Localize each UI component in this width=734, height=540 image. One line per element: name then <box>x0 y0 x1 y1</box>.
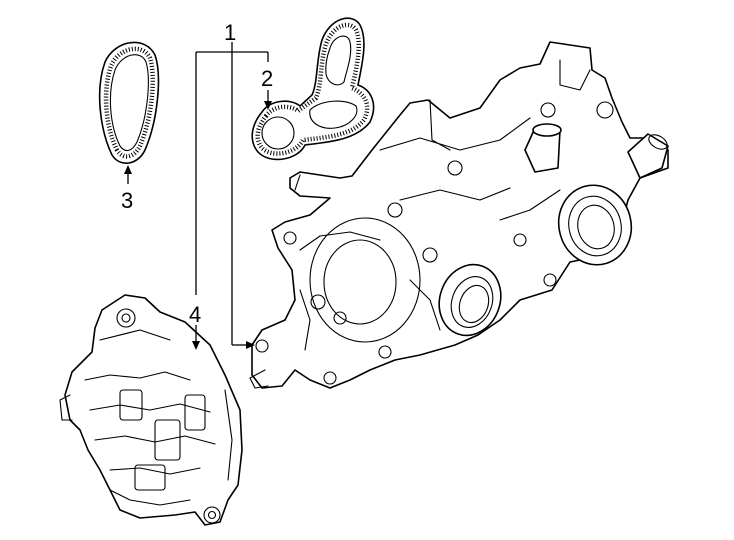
callout-1-label: 1 <box>224 20 236 45</box>
actuator-module[interactable] <box>59 294 243 526</box>
callout-4-label: 4 <box>189 302 201 327</box>
callout-2-label: 2 <box>261 66 273 91</box>
leader-lines <box>124 42 272 350</box>
drive-belt[interactable] <box>98 41 160 164</box>
water-pump-housing[interactable] <box>249 41 670 389</box>
gasket[interactable] <box>251 17 375 161</box>
callout-3-label: 3 <box>121 188 133 213</box>
